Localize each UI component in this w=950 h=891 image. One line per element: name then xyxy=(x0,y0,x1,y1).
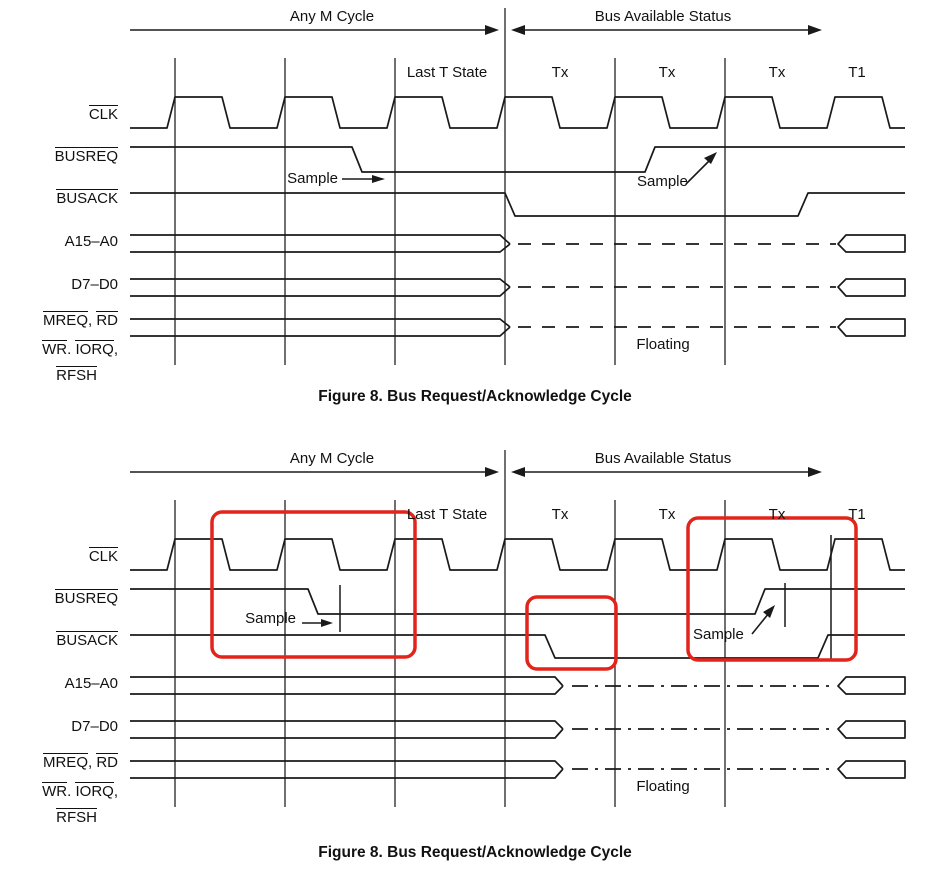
arrowhead-right-icon xyxy=(321,619,333,627)
signal-label-wr-iorq: WR. IORQ, xyxy=(42,340,118,358)
arrowhead-upright-icon xyxy=(704,152,717,164)
sample-arrow-right xyxy=(751,605,775,635)
arrowhead-right-icon xyxy=(808,467,822,477)
busreq-waveform xyxy=(130,146,905,173)
sample-label-right: Sample xyxy=(637,173,688,190)
grid-lines xyxy=(174,450,726,807)
busack-waveform xyxy=(130,192,905,217)
arrowhead-right-icon xyxy=(808,25,822,35)
arrowhead-left-icon xyxy=(511,25,525,35)
sample-label-left: Sample xyxy=(245,610,296,627)
column-tx-3: Tx xyxy=(768,64,786,81)
control-bus-waveform xyxy=(130,760,906,779)
highlight-boxes xyxy=(210,510,858,671)
busack-waveform xyxy=(130,634,905,659)
floating-label: Floating xyxy=(636,778,690,795)
signal-label-clk: CLK xyxy=(88,105,118,123)
sample-arrow-left xyxy=(342,175,385,183)
header-arrows xyxy=(130,25,822,35)
control-bus-waveform xyxy=(130,318,906,337)
signal-label-busack: BUSACK xyxy=(56,189,118,207)
column-tx-1: Tx xyxy=(551,64,569,81)
sample-tick-marks xyxy=(339,535,832,660)
arrowhead-right-icon xyxy=(372,175,385,183)
column-tx-2: Tx xyxy=(658,506,676,523)
arrowhead-upright-icon xyxy=(763,605,775,618)
data-bus-waveform xyxy=(130,720,906,739)
signal-label-rfsh: RFSH xyxy=(56,366,97,384)
column-t1: T1 xyxy=(848,506,866,523)
signal-label-address-bus: A15–A0 xyxy=(64,675,118,692)
sample-label-left: Sample xyxy=(287,170,338,187)
clk-waveform xyxy=(130,538,905,571)
grid-lines xyxy=(174,8,726,365)
column-tx-3: Tx xyxy=(768,506,786,523)
arrowhead-left-icon xyxy=(511,467,525,477)
column-tx-1: Tx xyxy=(551,506,569,523)
highlight-box-left xyxy=(210,510,417,659)
data-bus-waveform xyxy=(130,278,906,297)
arrowhead-right-icon xyxy=(485,467,499,477)
signal-label-data-bus: D7–D0 xyxy=(71,276,118,293)
waveform-canvas-top xyxy=(130,8,906,365)
highlight-box-right xyxy=(686,516,858,662)
timing-diagram-bottom: Any M Cycle Bus Available Status Last T … xyxy=(0,442,950,891)
signal-label-mreq-rd: MREQ, RD xyxy=(42,311,118,329)
signal-label-data-bus: D7–D0 xyxy=(71,718,118,735)
header-any-m-cycle: Any M Cycle xyxy=(289,8,375,25)
figure-caption: Figure 8. Bus Request/Acknowledge Cycle xyxy=(318,844,632,861)
address-bus-waveform xyxy=(130,676,906,695)
signal-label-wr-iorq: WR. IORQ, xyxy=(42,782,118,800)
timing-diagram-top: Any M Cycle Bus Available Status Last T … xyxy=(0,0,950,430)
signal-label-busreq: BUSREQ xyxy=(54,589,118,607)
signal-label-mreq-rd: MREQ, RD xyxy=(42,753,118,771)
signal-label-busreq: BUSREQ xyxy=(54,147,118,165)
sample-label-right: Sample xyxy=(693,626,744,643)
signal-label-busack: BUSACK xyxy=(56,631,118,649)
sample-arrow-right xyxy=(685,152,717,185)
address-bus-waveform xyxy=(130,234,906,253)
header-bus-available: Bus Available Status xyxy=(594,8,732,25)
header-bus-available: Bus Available Status xyxy=(594,450,732,467)
column-last-t-state: Last T State xyxy=(406,506,488,523)
header-arrows xyxy=(130,467,822,477)
figure-caption: Figure 8. Bus Request/Acknowledge Cycle xyxy=(318,388,632,405)
column-last-t-state: Last T State xyxy=(406,64,488,81)
column-t1: T1 xyxy=(848,64,866,81)
signal-label-address-bus: A15–A0 xyxy=(64,233,118,250)
column-tx-2: Tx xyxy=(658,64,676,81)
clk-waveform xyxy=(130,96,905,129)
signal-label-clk: CLK xyxy=(88,547,118,565)
floating-label: Floating xyxy=(636,336,690,353)
arrowhead-right-icon xyxy=(485,25,499,35)
busreq-waveform xyxy=(130,588,905,615)
sample-arrow-left xyxy=(302,619,333,627)
signal-label-rfsh: RFSH xyxy=(56,808,97,826)
waveform-canvas-bottom xyxy=(130,450,906,807)
highlight-box-middle xyxy=(525,595,618,671)
header-any-m-cycle: Any M Cycle xyxy=(289,450,375,467)
